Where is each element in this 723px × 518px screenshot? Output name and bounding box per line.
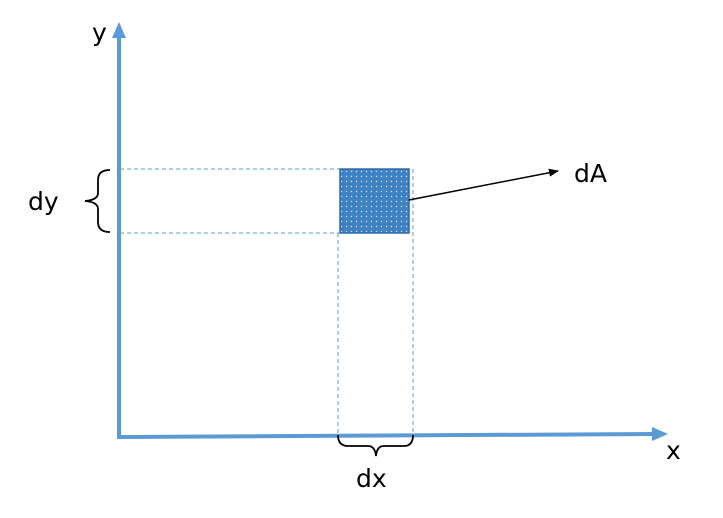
- x-axis-label: x: [666, 436, 681, 465]
- guide-lines: [120, 168, 414, 435]
- dA-label: dA: [574, 159, 607, 188]
- dy-label: dy: [28, 187, 59, 216]
- x-axis-arrowhead: [652, 427, 668, 441]
- area-element: [339, 168, 410, 234]
- y-axis-arrowhead: [112, 22, 126, 38]
- dy-brace: [84, 169, 111, 233]
- axes: [112, 22, 668, 441]
- y-axis-label: y: [92, 18, 107, 47]
- dA-pointer-arrow: [408, 168, 559, 201]
- x-axis: [116, 432, 655, 439]
- dx-brace: [337, 434, 414, 457]
- dx-label: dx: [356, 464, 387, 493]
